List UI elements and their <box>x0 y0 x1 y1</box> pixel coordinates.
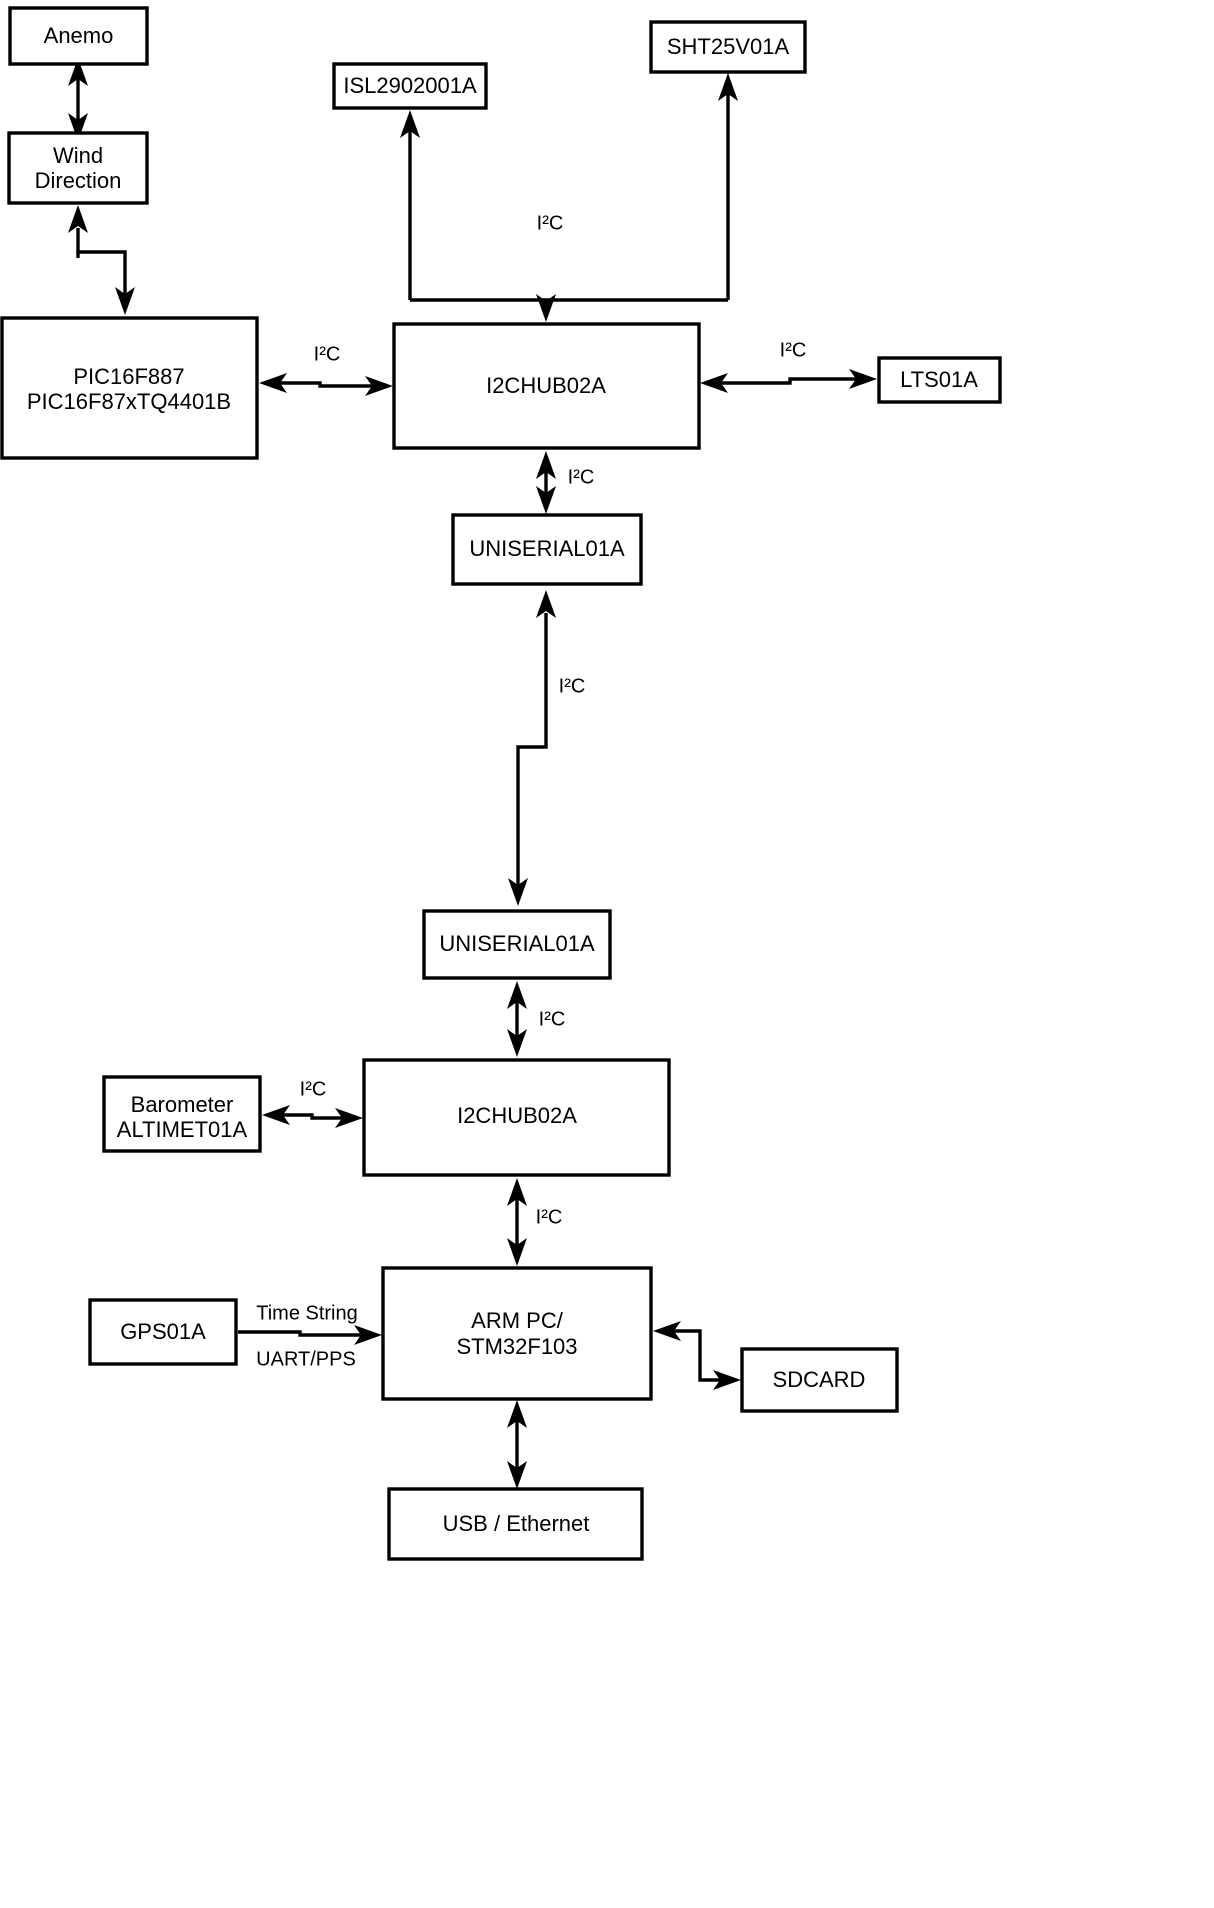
block-sht25v01a[interactable]: SHT25V01A <box>649 20 807 74</box>
block-gps01a-label: GPS01A <box>120 1319 206 1344</box>
connector-hub-top-to-uniserial-top <box>536 451 556 514</box>
block-i2chub02a-top[interactable]: I2CHUB02A <box>392 322 701 450</box>
block-arm-pc-label-line1: ARM PC/ <box>471 1308 564 1333</box>
arrowhead-down <box>507 1461 527 1489</box>
block-uniserial01a-bottom-rect[interactable] <box>422 909 612 980</box>
connector-top-i2c-bus <box>400 73 738 322</box>
arrowhead-down <box>115 287 135 315</box>
edge-label-i2c-hub-bottom-arm: I²C <box>536 1206 563 1228</box>
arrowhead-down <box>508 878 528 906</box>
connector-hub-top-to-lts <box>700 369 877 393</box>
arrowhead-up <box>507 1178 527 1206</box>
block-i2chub02a-bottom-label: I2CHUB02A <box>457 1103 577 1128</box>
arrowhead-down-hub <box>536 294 556 322</box>
block-uniserial01a-top-rect[interactable] <box>451 513 643 586</box>
arrowhead-left <box>262 1105 290 1125</box>
arrowhead-up-isl <box>400 110 420 138</box>
connector-uniserial-top-to-uniserial-bottom <box>508 590 556 906</box>
block-wind-direction-rect[interactable] <box>7 131 149 205</box>
block-usb-ethernet[interactable]: USB / Ethernet <box>387 1487 644 1561</box>
edge-label-time-string: Time String <box>256 1302 358 1324</box>
block-barometer-altimet01a-rect[interactable] <box>102 1075 262 1153</box>
block-wind-direction-label-line1: Wind <box>53 143 103 168</box>
connector-uniserial-bottom-to-hub-bottom <box>507 981 527 1057</box>
block-barometer-label-line1: Barometer <box>131 1092 234 1117</box>
connector-hub-bottom-to-arm <box>507 1178 527 1266</box>
block-uniserial01a-top[interactable]: UNISERIAL01A <box>451 513 643 586</box>
arrowhead-down <box>507 1029 527 1057</box>
arrowhead-right <box>365 376 393 396</box>
block-gps01a-rect[interactable] <box>88 1298 238 1366</box>
block-lts01a-label: LTS01A <box>900 367 978 392</box>
arrowhead-right <box>849 369 877 389</box>
block-i2chub02a-bottom-rect[interactable] <box>362 1058 671 1177</box>
arrowhead-left <box>653 1321 681 1341</box>
block-sht25v01a-rect[interactable] <box>649 20 807 74</box>
block-sht25v01a-label: SHT25V01A <box>667 34 790 59</box>
edge-label-i2c-hub-uniserial: I²C <box>568 466 595 488</box>
connector-arm-to-usb-ethernet <box>507 1400 527 1489</box>
block-uniserial01a-top-label: UNISERIAL01A <box>469 536 625 561</box>
arrowhead-right <box>354 1325 382 1345</box>
block-arm-pc-stm32f103[interactable]: ARM PC/ STM32F103 <box>381 1266 653 1401</box>
edge-label-i2c-pic-hub: I²C <box>314 343 341 365</box>
connector-gps-to-arm <box>238 1325 382 1345</box>
block-arm-pc-label-line2: STM32F103 <box>456 1334 577 1359</box>
block-isl2902001a-label: ISL2902001A <box>343 73 477 98</box>
block-i2chub02a-bottom[interactable]: I2CHUB02A <box>362 1058 671 1177</box>
block-barometer-label-line2: ALTIMET01A <box>117 1117 248 1142</box>
edge-label-i2c-uniserial-uniserial: I²C <box>559 675 586 697</box>
block-lts01a-rect[interactable] <box>877 356 1002 404</box>
arrowhead-left <box>700 373 728 393</box>
connector-pic-to-hub-top <box>259 373 393 396</box>
block-barometer-altimet01a[interactable]: Barometer ALTIMET01A <box>102 1075 262 1153</box>
arrowhead-down <box>536 486 556 514</box>
connector-arm-to-sdcard <box>653 1321 741 1390</box>
block-pic16f887-label-line1: PIC16F887 <box>73 364 184 389</box>
block-sdcard-label: SDCARD <box>773 1367 866 1392</box>
block-i2chub02a-top-rect[interactable] <box>392 322 701 450</box>
block-anemo[interactable]: Anemo <box>8 6 149 66</box>
block-arm-pc-rect[interactable] <box>381 1266 653 1401</box>
arrowhead-up <box>68 58 88 86</box>
block-usb-ethernet-label: USB / Ethernet <box>443 1511 590 1536</box>
block-i2chub02a-top-label: I2CHUB02A <box>486 373 606 398</box>
edge-label-i2c-uniserial-hub-bottom: I²C <box>539 1008 566 1030</box>
block-pic16f887[interactable]: PIC16F887 PIC16F87xTQ4401B <box>0 316 259 460</box>
arrowhead-down <box>507 1238 527 1266</box>
block-gps01a[interactable]: GPS01A <box>88 1298 238 1366</box>
block-lts01a[interactable]: LTS01A <box>877 356 1002 404</box>
arrowhead-up <box>507 981 527 1009</box>
block-usb-ethernet-rect[interactable] <box>387 1487 644 1561</box>
edge-label-i2c-barometer-hub: I²C <box>300 1078 327 1100</box>
block-sdcard-rect[interactable] <box>740 1347 899 1413</box>
arrowhead-right <box>713 1370 741 1390</box>
arrowhead-left <box>259 373 287 393</box>
edge-label-uart-pps: UART/PPS <box>256 1348 356 1370</box>
block-isl2902001a-rect[interactable] <box>332 62 488 110</box>
arrowhead-right <box>335 1108 363 1128</box>
block-sdcard[interactable]: SDCARD <box>740 1347 899 1413</box>
edge-label-i2c-top-bus: I²C <box>537 212 564 234</box>
block-pic16f887-rect[interactable] <box>0 316 259 460</box>
connector-pic-to-wind-direction <box>68 205 135 315</box>
arrowhead-down <box>68 113 88 141</box>
block-uniserial01a-bottom-label: UNISERIAL01A <box>439 931 595 956</box>
arrowhead-up <box>536 451 556 479</box>
block-uniserial01a-bottom[interactable]: UNISERIAL01A <box>422 909 612 980</box>
block-pic16f887-label-line2: PIC16F87xTQ4401B <box>27 389 231 414</box>
arrowhead-up-sht <box>718 73 738 101</box>
block-anemo-rect[interactable] <box>8 6 149 66</box>
block-isl2902001a[interactable]: ISL2902001A <box>332 62 488 110</box>
edge-label-i2c-hub-lts: I²C <box>780 339 807 361</box>
block-wind-direction[interactable]: Wind Direction <box>7 131 149 205</box>
block-wind-direction-label-line2: Direction <box>35 168 122 193</box>
block-anemo-label: Anemo <box>44 23 114 48</box>
connector-anemo-wind-direction <box>68 58 88 141</box>
arrowhead-up <box>536 590 556 618</box>
arrowhead-up <box>507 1400 527 1428</box>
arrowhead-up <box>68 205 88 233</box>
connector-barometer-to-hub-bottom <box>262 1105 363 1128</box>
